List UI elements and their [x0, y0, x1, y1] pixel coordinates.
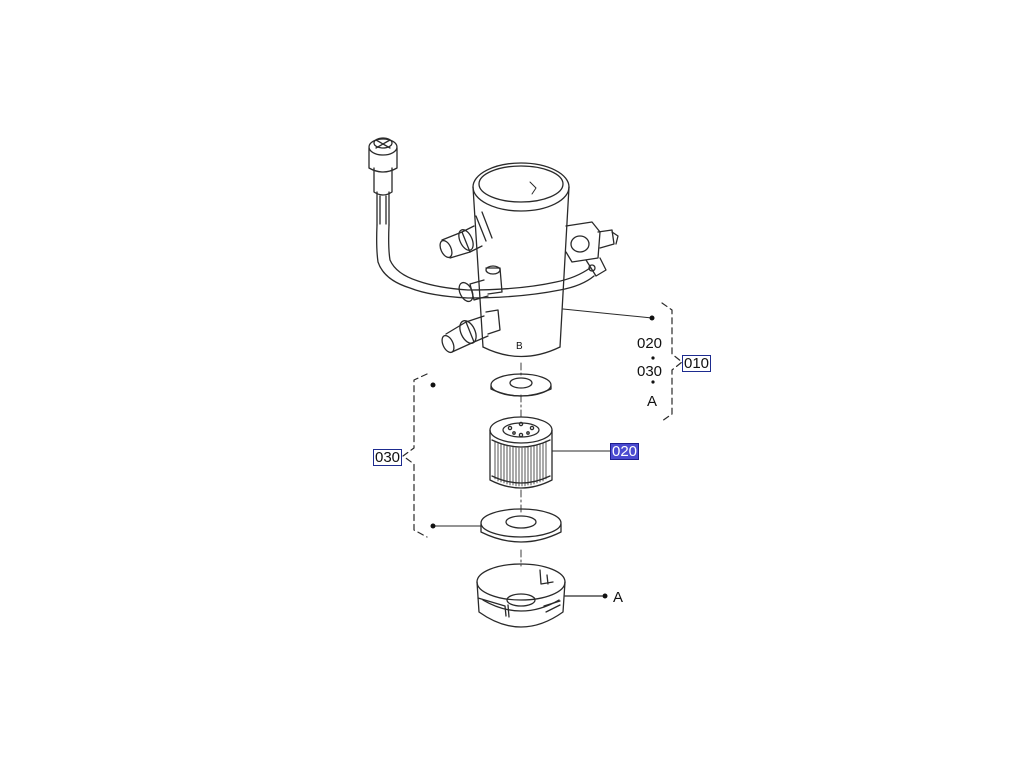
- upper-hose-fitting: [439, 211, 493, 259]
- filter-element: [489, 416, 553, 489]
- right-bracket: [661, 302, 683, 422]
- body-leader-line: [562, 308, 653, 319]
- callout-030[interactable]: 030: [373, 449, 403, 466]
- bracket-item-020: 020: [637, 335, 663, 352]
- reference-dots: [430, 315, 655, 599]
- callout-010[interactable]: 010: [682, 355, 712, 372]
- bracket-item-a: A: [647, 393, 658, 410]
- bracket-item-030: 030: [637, 363, 663, 380]
- middle-fitting: [458, 265, 503, 303]
- bottom-mark-label: B: [516, 341, 523, 352]
- lower-gasket: [480, 508, 562, 543]
- retaining-cap: [476, 563, 603, 628]
- pump-body: [472, 162, 570, 358]
- upper-gasket: [490, 373, 552, 397]
- left-bracket: [402, 373, 428, 538]
- wire-harness: [376, 224, 595, 299]
- cap-reference-a: A: [613, 589, 624, 606]
- callout-020[interactable]: 020: [610, 443, 640, 460]
- connector-plug: [368, 137, 398, 226]
- right-terminal: [565, 221, 619, 277]
- lower-hose-fitting: [441, 309, 501, 354]
